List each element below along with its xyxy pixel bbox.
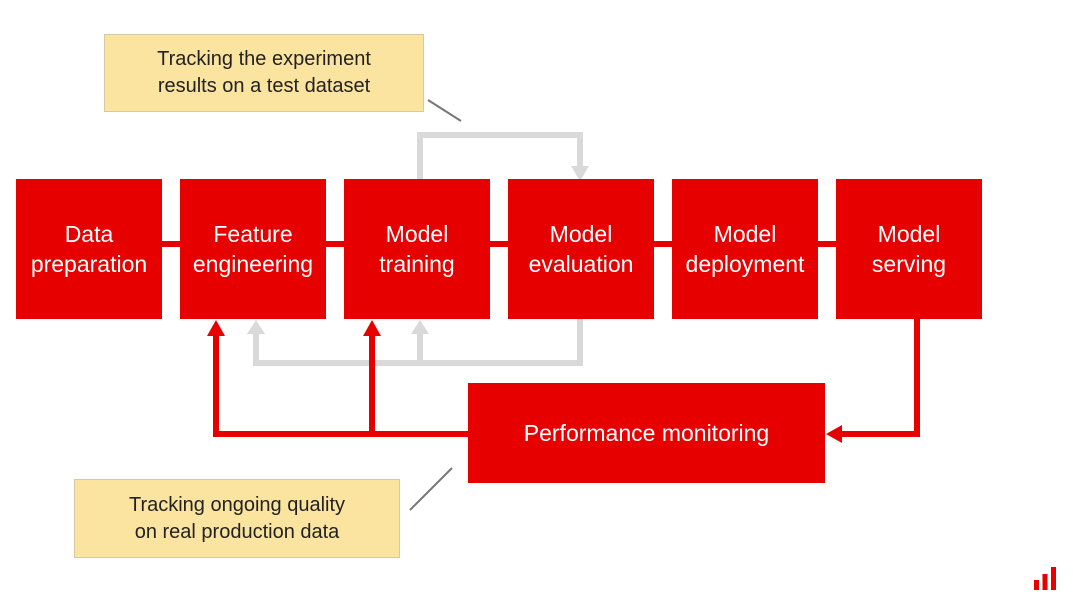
production-loop-arrowhead-monitor	[826, 425, 842, 443]
experiment-loop-top	[417, 132, 583, 179]
note-production-tracking: Tracking ongoing quality on real product…	[74, 479, 400, 558]
bar-chart-logo-icon	[1034, 567, 1056, 590]
stage-model-training: Model training	[344, 179, 490, 319]
note-experiment-tracking: Tracking the experiment results on a tes…	[104, 34, 424, 112]
experiment-loop-arrowhead-feature	[247, 320, 265, 334]
production-loop-return	[213, 334, 468, 437]
note-bottom-callout-line	[409, 467, 453, 511]
stage-label: Data preparation	[30, 221, 148, 277]
production-loop-arrowhead-training	[363, 320, 381, 336]
stage-feature-engineering: Feature engineering	[180, 179, 326, 319]
stage-data-preparation: Data preparation	[16, 179, 162, 319]
stage-model-deployment: Model deployment	[672, 179, 818, 319]
stage-performance-monitoring: Performance monitoring	[468, 383, 825, 483]
experiment-loop-top-arrowhead	[571, 166, 589, 181]
stage-model-serving: Model serving	[836, 179, 982, 319]
monitor-label: Performance monitoring	[523, 419, 770, 446]
note-text: Tracking ongoing quality on real product…	[128, 493, 346, 543]
stage-label: Model evaluation	[528, 221, 634, 277]
stage-label: Model deployment	[685, 221, 805, 277]
stage-label: Feature engineering	[192, 221, 314, 277]
experiment-loop-arrowhead-training	[411, 320, 429, 334]
production-loop-arrowhead-feature	[207, 320, 225, 336]
note-top-callout-line	[427, 99, 462, 122]
stage-model-evaluation: Model evaluation	[508, 179, 654, 319]
production-loop-serving	[840, 319, 920, 437]
stage-label: Model serving	[871, 221, 947, 277]
note-text: Tracking the experiment results on a tes…	[157, 48, 371, 97]
stage-label: Model training	[379, 221, 455, 277]
